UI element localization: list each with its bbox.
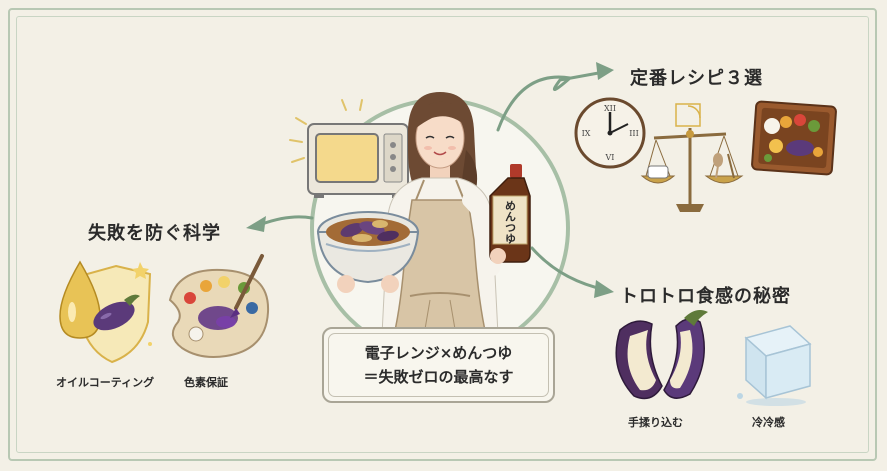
oil-drop-icon <box>59 260 101 339</box>
bottle-icon: めんつゆ <box>489 164 531 264</box>
svg-text:XII: XII <box>604 104 616 113</box>
microwave-icon <box>289 99 409 198</box>
palette-icon <box>168 254 270 358</box>
split-eggplant-icon <box>615 310 708 400</box>
bowl-icon <box>316 211 420 293</box>
eggplant-icon <box>93 294 140 331</box>
science-item-label: 色素保証 <box>184 376 228 389</box>
texture-item-label: 手揉り込む <box>628 416 683 429</box>
svg-text:IX: IX <box>582 129 591 138</box>
scale-icon <box>640 103 744 212</box>
bento-icon <box>751 100 837 176</box>
bottle-label: めんつゆ <box>504 200 517 245</box>
svg-text:VI: VI <box>605 153 615 162</box>
inner-frame <box>16 16 869 453</box>
center-caption-box: 電子レンジ×めんつゆ ＝失敗ゼロの最高なす <box>322 327 555 403</box>
center-caption-line2: ＝失敗ゼロの最高なす <box>363 368 514 386</box>
texture-title: トロトロ食感の秘密 <box>620 286 791 307</box>
science-title: 失敗を防ぐ科学 <box>88 223 221 244</box>
recipes-title: 定番レシピ３選 <box>630 68 763 89</box>
svg-text:III: III <box>629 129 638 138</box>
woman-illustration <box>381 92 502 336</box>
center-caption-line1: 電子レンジ×めんつゆ <box>364 344 513 362</box>
arrow-heads <box>246 62 614 298</box>
science-item-label: オイルコーティング <box>56 376 155 389</box>
clock-icon: XII III VI IX <box>574 97 646 169</box>
outer-frame <box>8 8 877 461</box>
texture-item-label: 冷冷感 <box>752 416 785 429</box>
ice-cube-icon <box>737 325 812 406</box>
